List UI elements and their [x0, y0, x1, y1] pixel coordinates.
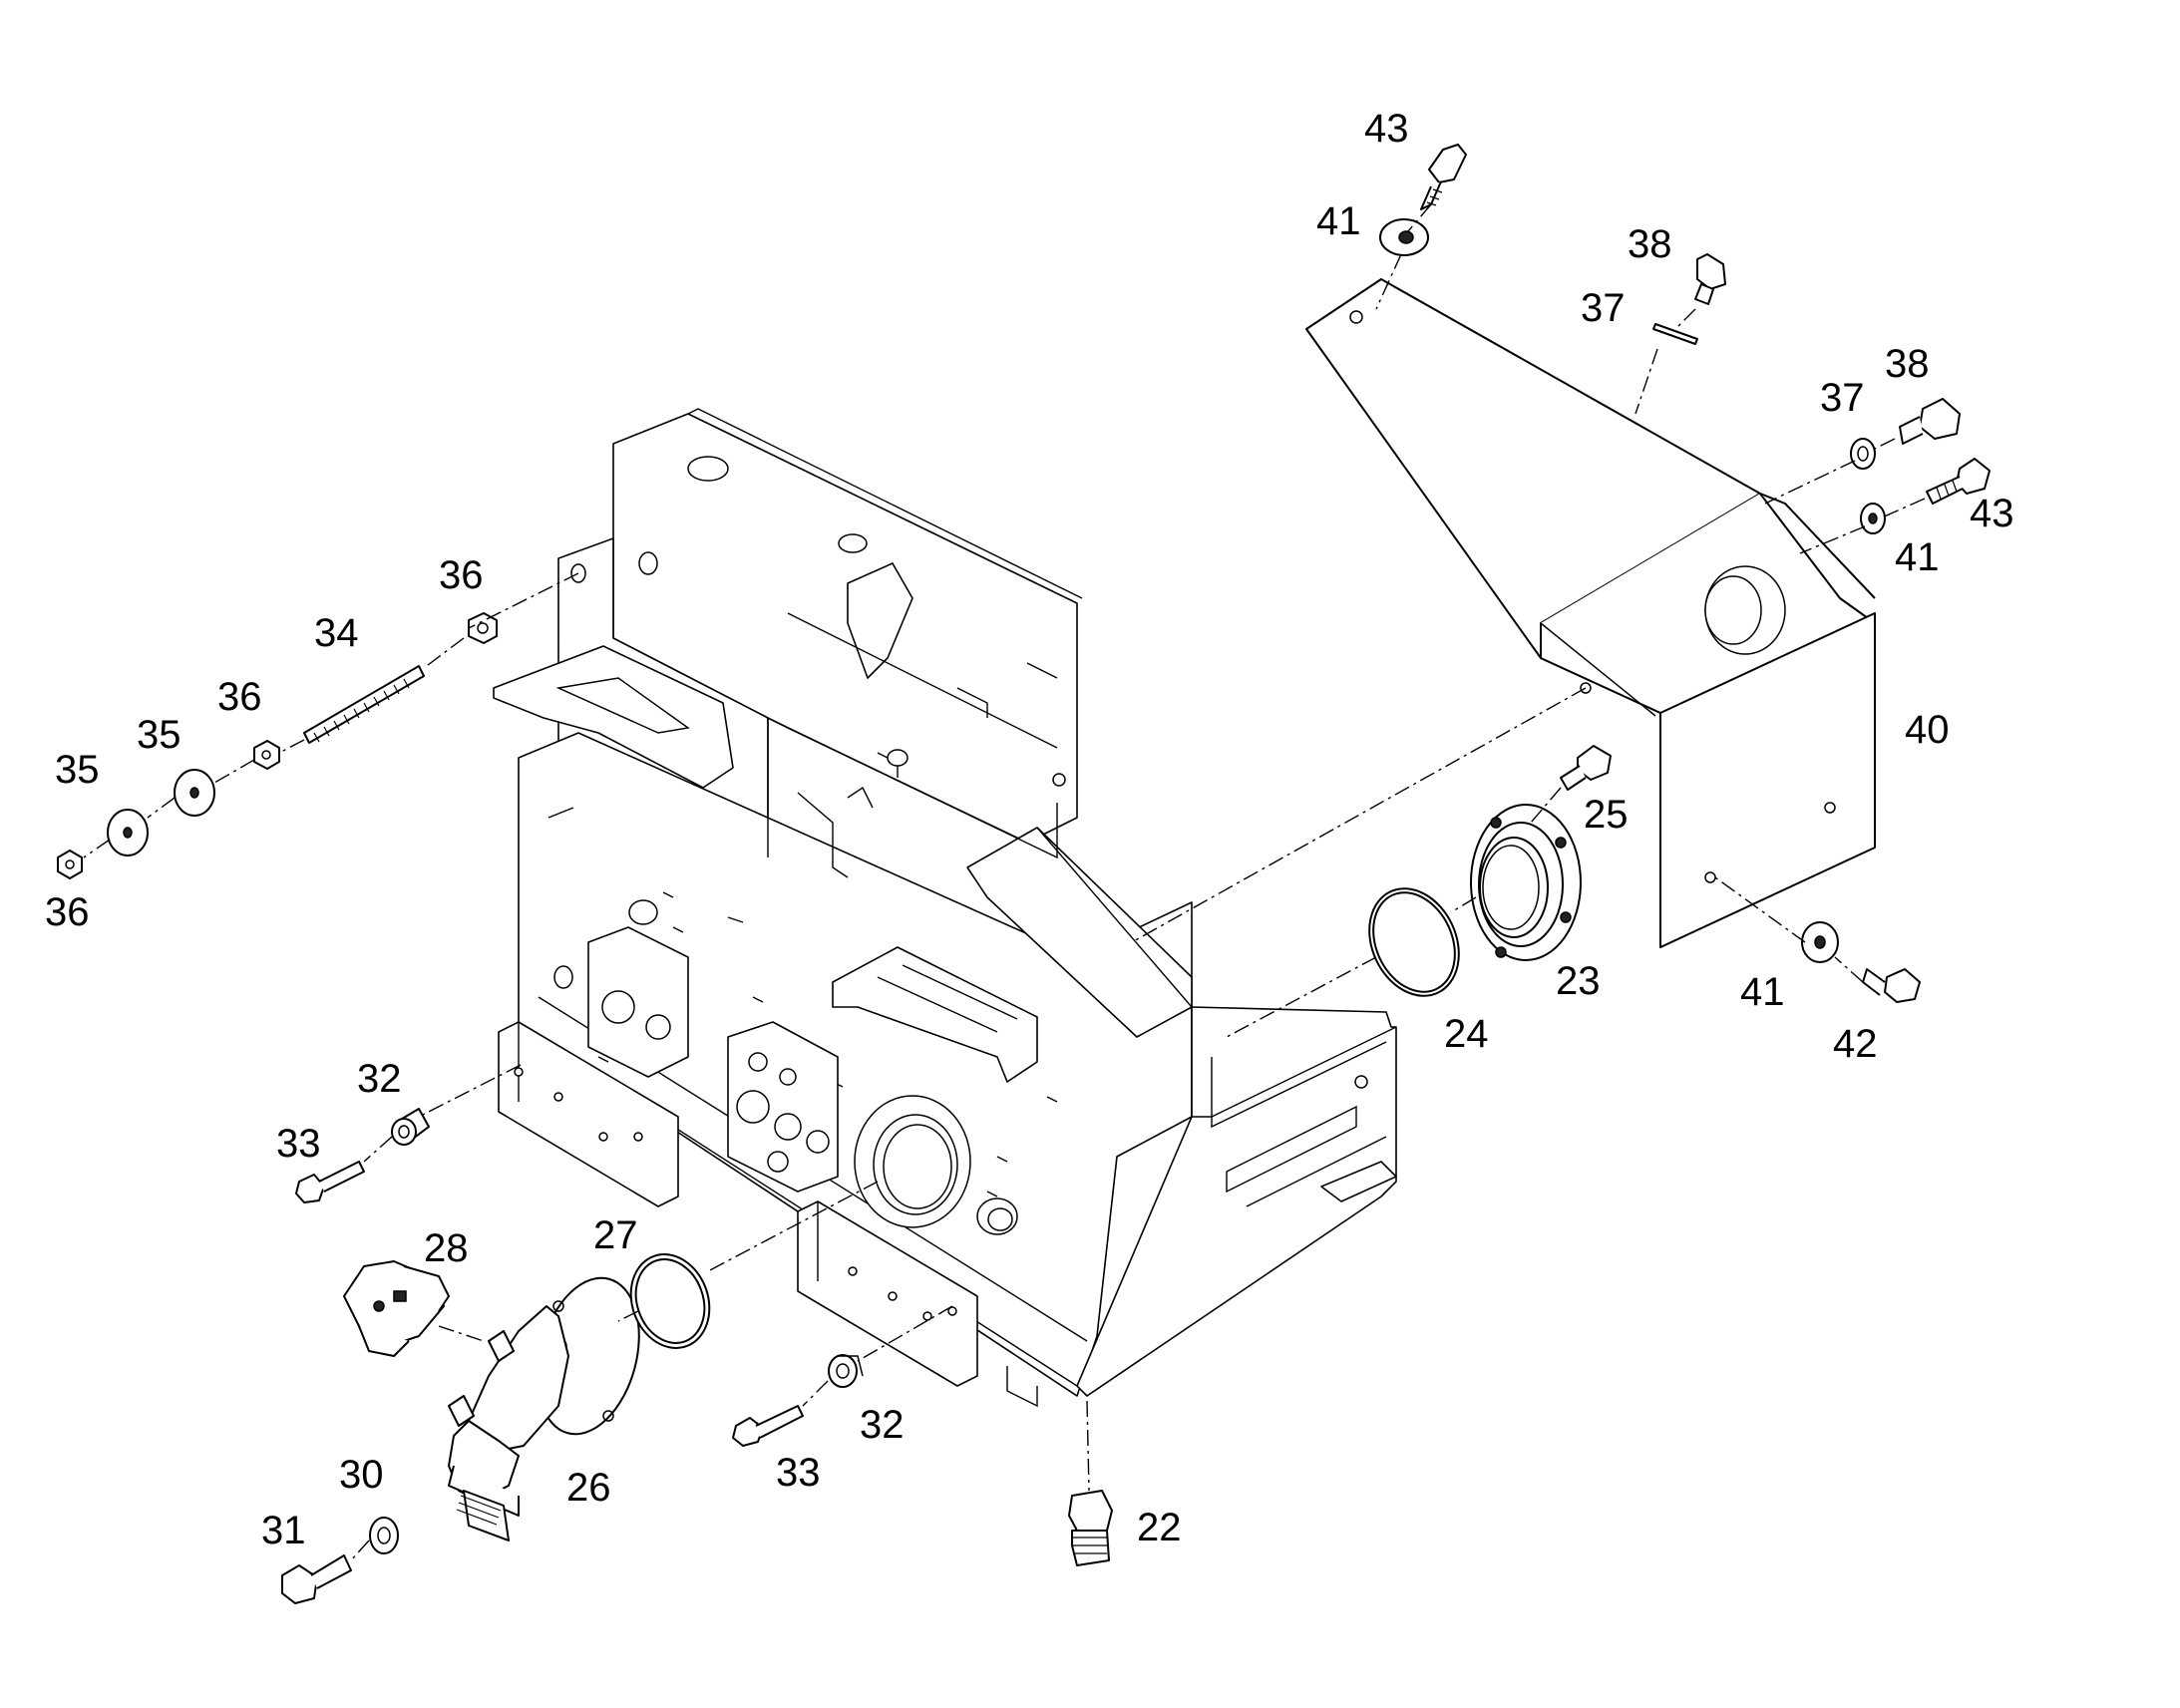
bolt-38-upper: [1694, 253, 1726, 305]
bolt-33-left: [295, 1161, 365, 1203]
callout-labels: 43 41 38 37 38 37 43 41 40 25 23 24 41 4…: [45, 107, 2014, 1552]
callout-38-right: 38: [1885, 342, 1930, 386]
spacer-32-left: [391, 1108, 430, 1146]
nut-36-middle: [253, 740, 280, 770]
bolt-38-right: [1899, 398, 1961, 445]
nut-36-upper: [468, 612, 498, 644]
callout-32-lower: 32: [860, 1403, 905, 1447]
guard-cover-40: [1305, 278, 1876, 948]
bolt-43-right: [1926, 458, 1991, 505]
callout-33-lower: 33: [776, 1451, 821, 1495]
callout-23: 23: [1556, 959, 1601, 1003]
bolt-25: [1560, 745, 1612, 791]
callout-40: 40: [1905, 708, 1950, 752]
callout-32-left: 32: [357, 1057, 402, 1101]
threaded-rod-34: [303, 665, 425, 744]
callout-31: 31: [261, 1509, 306, 1552]
callout-36-middle: 36: [217, 675, 262, 719]
gasket-37-upper: [1652, 323, 1698, 345]
callout-30: 30: [339, 1453, 384, 1497]
callout-36-upper: 36: [439, 553, 484, 597]
callout-22: 22: [1137, 1506, 1182, 1549]
main-frame-housing: [493, 408, 1397, 1408]
callout-36-lower: 36: [45, 890, 90, 934]
flange-bearing-23: [1470, 804, 1582, 961]
callout-35-inner: 35: [137, 713, 182, 757]
callout-42: 42: [1833, 1022, 1878, 1066]
callout-43-upper: 43: [1364, 107, 1409, 151]
washer-41-upper: [1379, 218, 1429, 256]
callout-25: 25: [1584, 793, 1629, 837]
callout-41-lower: 41: [1740, 970, 1785, 1014]
callout-34: 34: [314, 611, 359, 655]
callout-37-upper: 37: [1581, 286, 1626, 330]
nut-36-lower: [57, 850, 83, 879]
washer-37-right: [1850, 438, 1876, 470]
callout-37-right: 37: [1820, 376, 1865, 420]
pipe-elbow-26: [448, 1276, 640, 1541]
callout-33-left: 33: [276, 1122, 321, 1166]
callout-27: 27: [593, 1213, 638, 1257]
o-ring-24: [1368, 887, 1460, 997]
bolt-42: [1862, 968, 1921, 1003]
washer-35-inner: [174, 769, 215, 817]
washer-41-right: [1860, 503, 1886, 534]
washer-30: [369, 1517, 399, 1554]
callout-26: 26: [566, 1466, 611, 1510]
bolt-43-upper: [1420, 144, 1467, 210]
washer-41-lower: [1801, 921, 1839, 963]
bolt-33-lower: [732, 1405, 804, 1447]
o-ring-27: [629, 1253, 711, 1349]
callout-35-outer: 35: [55, 748, 100, 792]
callout-28: 28: [424, 1226, 469, 1270]
callout-41-upper: 41: [1316, 199, 1361, 243]
plug-fitting-22: [1068, 1490, 1113, 1566]
callout-38-upper: 38: [1628, 222, 1672, 266]
bolt-31: [281, 1554, 352, 1604]
callout-41-right: 41: [1895, 535, 1940, 579]
leader-lines: [83, 203, 1926, 1561]
washer-35-outer: [107, 809, 149, 856]
callout-43-right: 43: [1970, 492, 2014, 535]
spacer-32-lower: [828, 1354, 864, 1388]
callout-24: 24: [1444, 1012, 1489, 1056]
elbow-fitting-28: [343, 1260, 450, 1357]
